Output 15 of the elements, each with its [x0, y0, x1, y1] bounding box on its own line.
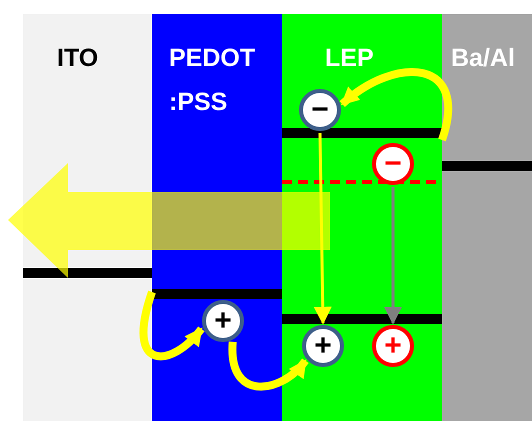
charge-sign: − — [384, 149, 402, 179]
charge-sign: + — [214, 306, 232, 336]
curved-arrow — [140, 290, 204, 360]
charge-sign: + — [384, 331, 402, 361]
arrow — [314, 132, 332, 325]
layer-label: Ba/Al — [450, 43, 515, 74]
curved-arrow — [228, 342, 308, 391]
charge-sign: − — [311, 95, 329, 125]
layer-label: LEP — [324, 43, 374, 74]
layer-column — [442, 14, 532, 421]
layer-label: PEDOT :PSS — [168, 43, 256, 118]
charge-sign: + — [314, 331, 332, 361]
curved-arrow — [340, 68, 452, 142]
arrow — [384, 187, 402, 325]
layer-label: ITO — [56, 43, 98, 74]
